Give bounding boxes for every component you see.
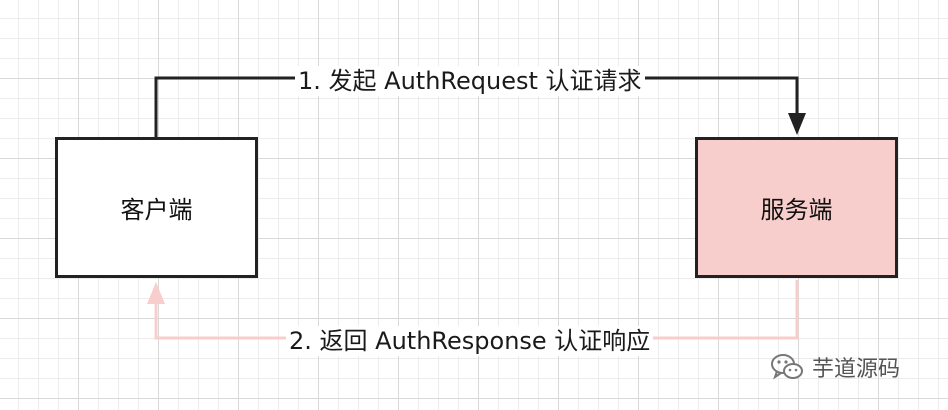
response-arrowhead bbox=[147, 282, 165, 304]
request-edge-label: 1. 发起 AuthRequest 认证请求 bbox=[295, 66, 645, 96]
client-label: 客户端 bbox=[120, 196, 193, 224]
watermark: 芋道源码 bbox=[770, 351, 900, 383]
client-node[interactable]: 客户端 bbox=[55, 137, 258, 278]
watermark-text: 芋道源码 bbox=[812, 357, 901, 382]
response-edge-label: 2. 返回 AuthResponse 认证响应 bbox=[286, 326, 654, 356]
request-arrowhead bbox=[788, 113, 806, 135]
server-label: 服务端 bbox=[760, 196, 833, 224]
server-node[interactable]: 服务端 bbox=[695, 137, 898, 278]
wechat-icon bbox=[771, 354, 803, 380]
